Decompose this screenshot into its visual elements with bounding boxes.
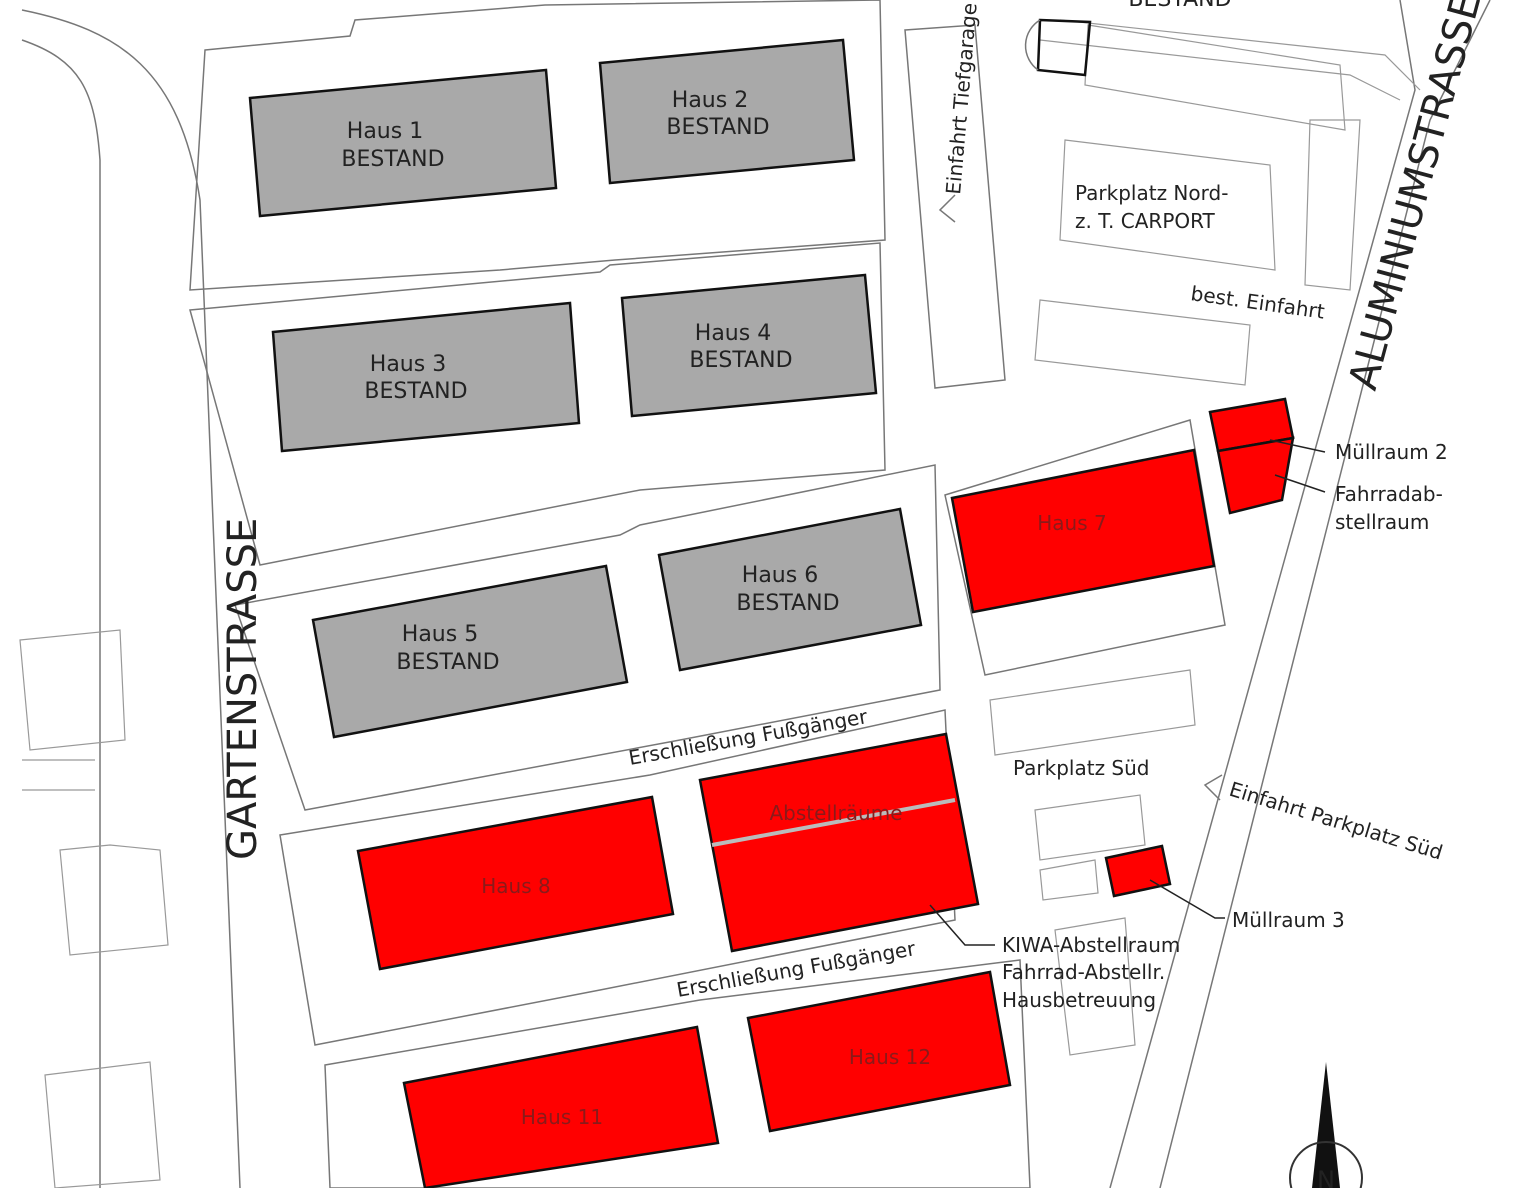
house-7: Haus 7 [950,448,1216,614]
svg-text:N: N [1317,1166,1335,1188]
top-cut-label: BESTAND [1024,0,1232,77]
label-parkplatz-sued: Parkplatz Süd [1013,756,1150,780]
house-4: Haus 4 BESTAND [620,273,878,418]
svg-text:BESTAND: BESTAND [364,379,467,404]
house-8: Haus 8 [356,795,675,971]
house-3: Haus 3 BESTAND [271,301,581,453]
svg-text:Haus 1: Haus 1 [347,119,423,144]
plot-outlines [19,0,1361,1188]
label-hausbetreuung: Hausbetreuung [1002,988,1156,1012]
label-fahrradabstellraum-2: stellraum [1335,510,1429,534]
svg-text:Haus 12: Haus 12 [849,1045,931,1069]
house-6: Haus 6 BESTAND [657,507,923,672]
house-1: Haus 1 BESTAND [248,68,558,218]
svg-text:Haus 7: Haus 7 [1037,511,1106,535]
north-arrow-icon: N [1289,1062,1363,1188]
svg-text:BESTAND: BESTAND [666,115,769,140]
label-muellraum-2: Müllraum 2 [1335,440,1448,464]
svg-text:Haus 4: Haus 4 [695,321,771,346]
svg-text:BESTAND: BESTAND [1128,0,1231,12]
gartenstrasse-road [21,9,241,1188]
label-fahrrad-abstellraum: Fahrrad-Abstellr. [1002,960,1165,984]
svg-text:BESTAND: BESTAND [396,650,499,675]
svg-text:Haus 8: Haus 8 [481,874,550,898]
house-2: Haus 2 BESTAND [598,38,856,185]
muellraum-3-building [1104,844,1172,898]
abstellraeume-building: Abstellräume [698,732,980,953]
aluminiumstrasse-road [1039,0,1491,1188]
svg-text:BESTAND: BESTAND [736,591,839,616]
label-best-einfahrt: best. Einfahrt [1189,281,1326,324]
svg-text:BESTAND: BESTAND [689,348,792,373]
svg-text:Haus 5: Haus 5 [402,622,478,647]
house-12: Haus 12 [746,970,1012,1133]
svg-text:Abstellräume: Abstellräume [770,801,903,825]
svg-text:Haus 3: Haus 3 [370,352,446,377]
street-label-aluminiumstrasse: ALUMINIUMSTRASSE [1340,0,1490,395]
label-carport: z. T. CARPORT [1075,209,1216,233]
label-einfahrt-parkplatz-sued: Einfahrt Parkplatz Süd [1227,777,1446,865]
label-kiwa-abstellraum: KIWA-Abstellraum [1002,933,1180,957]
label-muellraum-3: Müllraum 3 [1232,908,1345,932]
svg-text:BESTAND: BESTAND [341,147,444,172]
house-11: Haus 11 [402,1025,720,1188]
svg-text:Haus 11: Haus 11 [521,1105,603,1129]
house-5: Haus 5 BESTAND [311,564,629,739]
label-einfahrt-tiefgarage: Einfahrt Tiefgarage [941,2,982,196]
label-parkplatz-nord: Parkplatz Nord- [1075,181,1228,205]
svg-text:Haus 2: Haus 2 [672,88,748,113]
muellraum-2-building [1208,397,1295,515]
street-label-gartenstrasse: GARTENSTRASSE [220,518,266,860]
svg-text:Haus 6: Haus 6 [742,563,818,588]
label-fahrradabstellraum-1: Fahrradab- [1335,482,1443,506]
